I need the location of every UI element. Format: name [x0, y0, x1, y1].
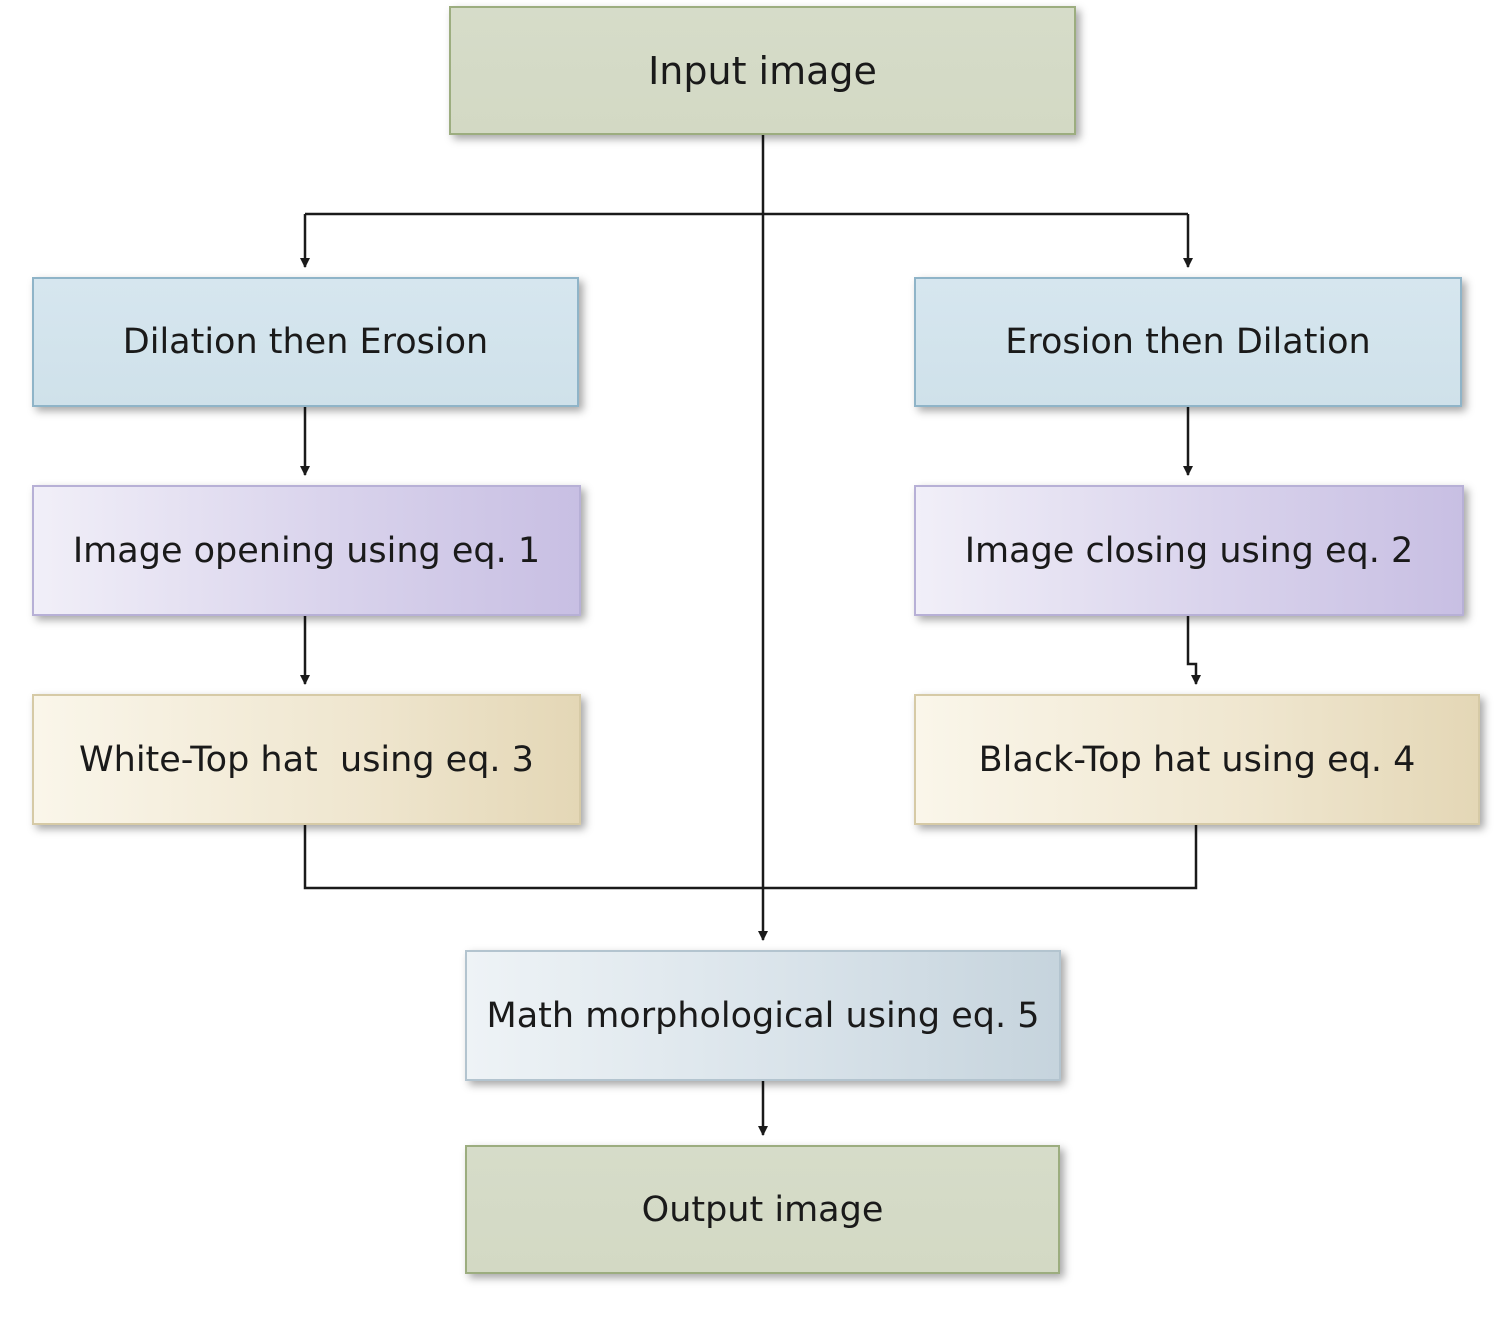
input-image-label: Input image — [648, 48, 877, 93]
image-opening-label: Image opening using eq. 1 — [72, 530, 541, 571]
input-image-node: Input image — [449, 6, 1076, 135]
dilation-then-erosion-node: Dilation then Erosion — [32, 277, 579, 407]
edge-closing-to-black-top-hat — [1186, 616, 1201, 685]
math-morphological-node: Math morphological using eq. 5 — [465, 950, 1061, 1081]
image-closing-node: Image closing using eq. 2 — [914, 485, 1464, 616]
image-closing-label: Image closing using eq. 2 — [964, 530, 1414, 571]
white-top-hat-node: White-Top hat using eq. 3 — [32, 694, 581, 825]
erosion-then-dilation-label: Erosion then Dilation — [1005, 322, 1371, 362]
output-image-label: Output image — [641, 1189, 884, 1230]
edge-white-top-hat-to-merge — [303, 825, 763, 890]
image-opening-node: Image opening using eq. 1 — [32, 485, 581, 616]
edge-black-top-hat-to-merge — [763, 825, 1198, 890]
erosion-then-dilation-node: Erosion then Dilation — [914, 277, 1462, 407]
dilation-then-erosion-label: Dilation then Erosion — [122, 322, 489, 362]
output-image-node: Output image — [465, 1145, 1060, 1274]
white-top-hat-label: White-Top hat using eq. 3 — [79, 739, 534, 780]
math-morphological-label: Math morphological using eq. 5 — [486, 995, 1040, 1036]
black-top-hat-label: Black-Top hat using eq. 4 — [978, 739, 1416, 780]
black-top-hat-node: Black-Top hat using eq. 4 — [914, 694, 1480, 825]
